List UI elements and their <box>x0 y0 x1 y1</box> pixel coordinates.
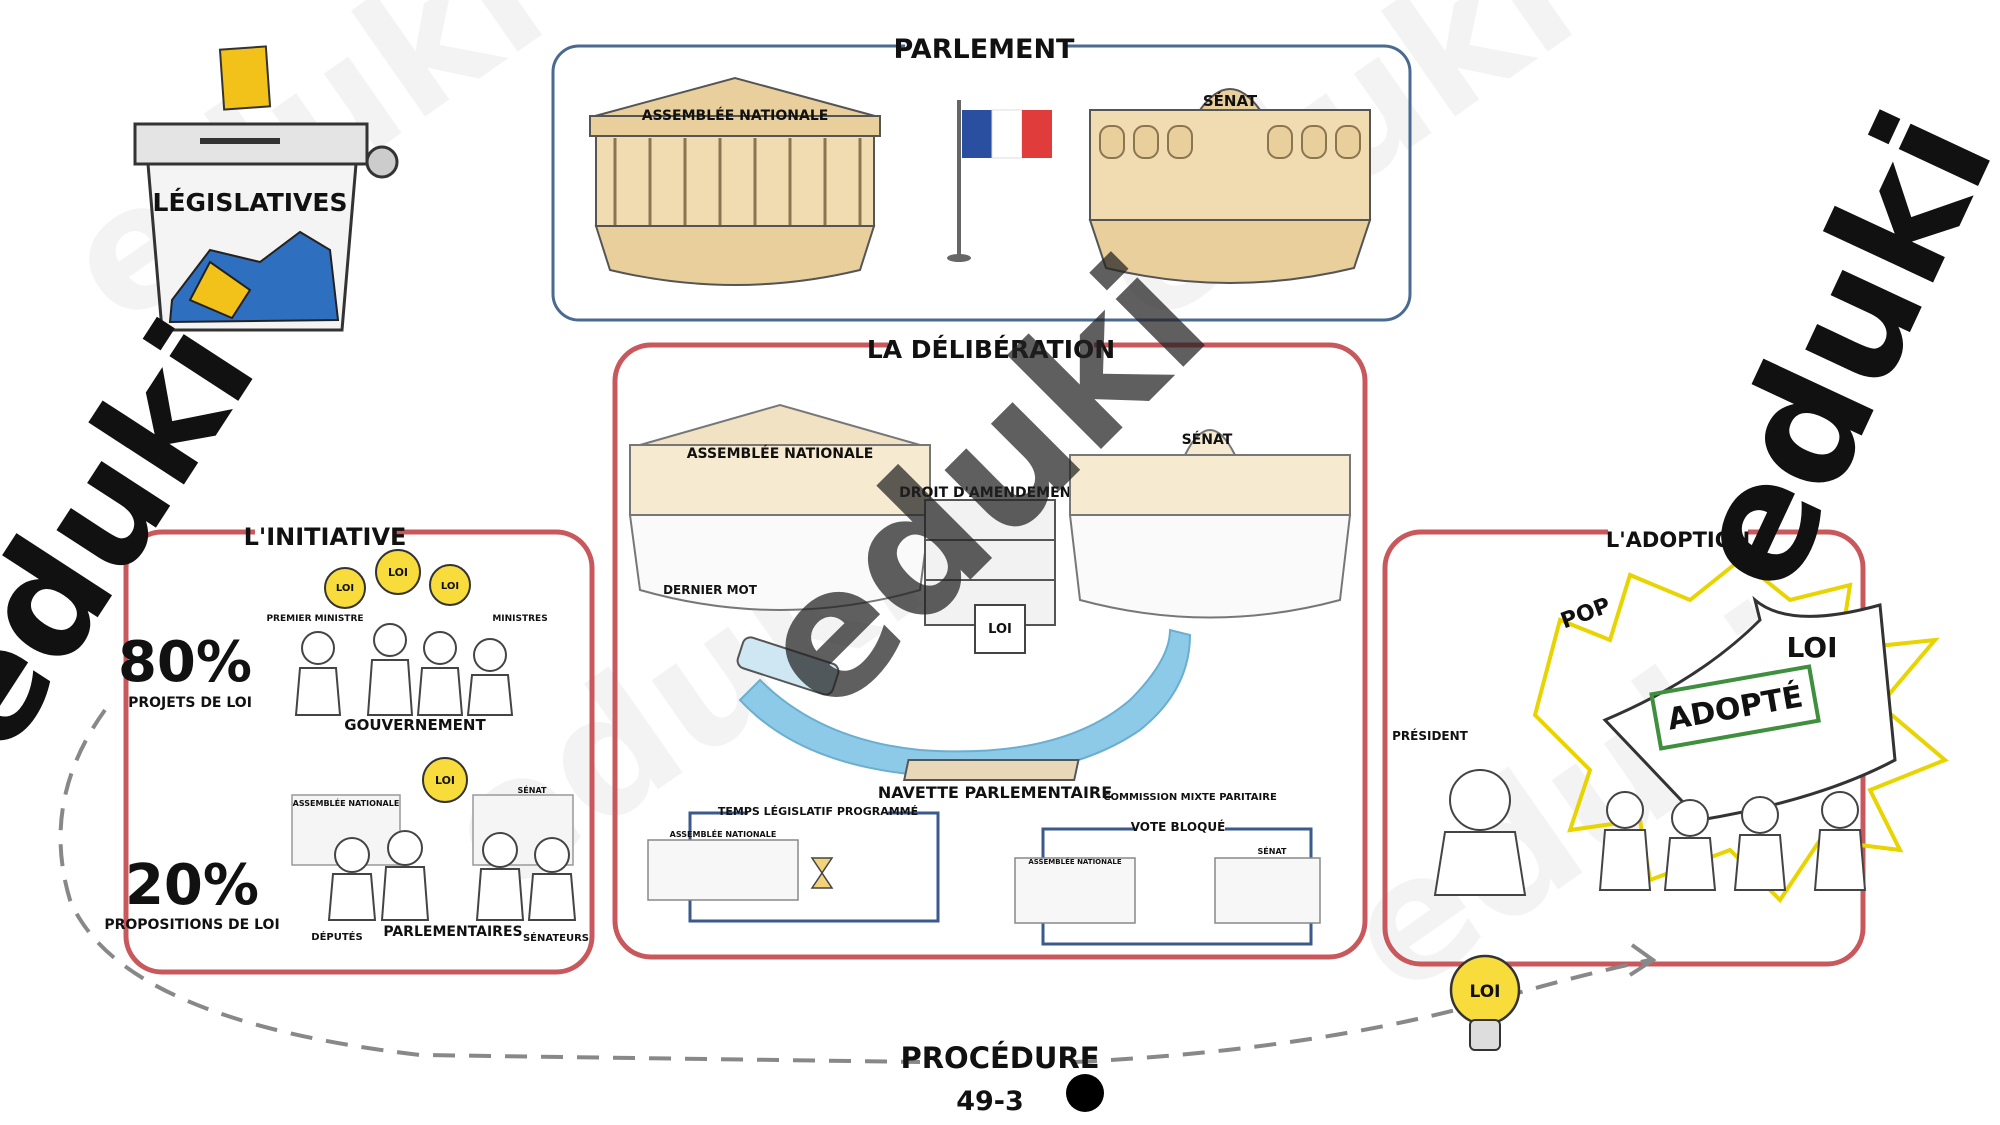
parliamentarians-label: PARLEMENTAIRES <box>383 924 522 940</box>
president-label: PRÉSIDENT <box>1392 728 1469 743</box>
proposals-percentage: 20% <box>125 853 259 918</box>
shuttle-label: NAVETTE PARLEMENTAIRE <box>878 783 1112 802</box>
deliberation-title: LA DÉLIBÉRATION <box>867 335 1115 364</box>
french-flag-icon <box>947 100 1052 262</box>
parliamentarian-figures <box>327 830 577 921</box>
cmp-label: COMMISSION MIXTE PARITAIRE <box>1103 792 1277 803</box>
senate-hemicycle <box>1088 219 1372 284</box>
cmp-table <box>902 759 1080 781</box>
government-figures <box>294 623 514 716</box>
deputies-label: DÉPUTÉS <box>311 930 362 943</box>
adopted-stamp <box>1649 664 1821 751</box>
ballot-slot <box>200 138 280 144</box>
procedure-number: 49-3 <box>956 1086 1024 1117</box>
procedure-label: PROCÉDURE <box>900 1041 1099 1075</box>
procedure-dot <box>1066 1074 1104 1112</box>
blocked-vote-assembly-label: ASSEMBLÉE NATIONALE <box>1028 857 1122 866</box>
procedure-bulb-icon: LOI <box>1449 954 1521 1051</box>
deliberation-panel: LA DÉLIBÉRATION ASSEMBLÉE NATIONALE DROI… <box>612 328 1368 960</box>
deliberation-assembly-building: ASSEMBLÉE NATIONALE <box>628 403 932 611</box>
adoption-panel: L'ADOPTION POP LOI ADOPTÉ PRÉSIDENT <box>1382 516 1949 967</box>
deliberation-doc-label: LOI <box>988 622 1012 637</box>
blocked-vote-box: VOTE BLOQUÉ ASSEMBLÉE NATIONALE SÉNAT <box>1014 819 1321 946</box>
bulb-icon <box>375 549 421 595</box>
shuttle-river <box>738 628 1192 778</box>
bulb-label: LOI <box>336 583 354 594</box>
programmed-time-box: TEMPS LÉGISLATIF PROGRAMMÉ ASSEMBLÉE NAT… <box>647 803 940 923</box>
deliberation-senate-building: SÉNAT <box>1068 429 1352 619</box>
parliament-assembly-label: ASSEMBLÉE NATIONALE <box>642 107 829 124</box>
parliament-panel: PARLEMENT ASSEMBLÉE NATIONALE <box>551 30 1412 322</box>
adoption-law-label: LOI <box>1786 631 1837 664</box>
bulb-label: LOI <box>435 774 455 787</box>
deliberation-senate-label: SÉNAT <box>1182 431 1233 448</box>
amendment-label: DROIT D'AMENDEMENT <box>899 485 1081 501</box>
law-document-icon <box>974 604 1026 654</box>
ballot-box-label: LÉGISLATIVES <box>153 188 348 217</box>
bulb-label: LOI <box>441 581 459 592</box>
initiative-assembly-label: ASSEMBLÉE NATIONALE <box>293 797 400 808</box>
shuttle-boat <box>736 636 840 696</box>
adoption-title: L'ADOPTION <box>1606 528 1750 552</box>
arrow-head-icon <box>1628 943 1657 977</box>
projects-percentage: 80% <box>118 630 252 695</box>
deliberation-assembly-label: ASSEMBLÉE NATIONALE <box>687 445 874 462</box>
senate-building: SÉNAT <box>1088 88 1372 284</box>
ministers-label: MINISTRES <box>492 614 547 624</box>
procedure-bulb-label: LOI <box>1469 982 1500 1002</box>
bulb-icon <box>324 567 366 609</box>
prime-minister-label: PREMIER MINISTRE <box>266 614 363 624</box>
blocked-vote-senate-label: SÉNAT <box>1258 845 1287 856</box>
adopted-law-paper <box>1602 595 1897 822</box>
assembly-hemicycle <box>594 225 876 286</box>
last-word-label: DERNIER MOT <box>663 583 758 597</box>
watermark-logo: eduki <box>1650 86 2000 617</box>
senators-label: SÉNATEURS <box>523 931 589 944</box>
ballot-paper-icon <box>218 45 272 111</box>
bulb-icon <box>429 564 471 606</box>
initiative-title: L'INITIATIVE <box>244 523 407 551</box>
president-figure <box>1433 769 1527 896</box>
padlock-icon <box>365 145 399 179</box>
ballot-box: LÉGISLATIVES <box>133 45 399 332</box>
bulb-icon <box>422 757 468 803</box>
proposals-label: PROPOSITIONS DE LOI <box>104 917 279 933</box>
programmed-time-assembly-label: ASSEMBLÉE NATIONALE <box>670 828 777 839</box>
initiative-bulbs: LOI LOI LOI LOI <box>324 549 471 803</box>
parliament-senate-label: SÉNAT <box>1203 91 1258 110</box>
parliament-title: PARLEMENT <box>894 34 1076 65</box>
programmed-time-title: TEMPS LÉGISLATIF PROGRAMMÉ <box>718 805 918 818</box>
procedure-49-3: PROCÉDURE 49-3 LOI <box>58 708 1657 1117</box>
projects-label: PROJETS DE LOI <box>128 695 252 711</box>
supporter-figures <box>1598 791 1867 891</box>
initiative-panel: L'INITIATIVE LOI LOI LOI LOI 80% PROJETS… <box>104 516 595 975</box>
assembly-building: ASSEMBLÉE NATIONALE <box>589 76 881 286</box>
procedure-dashed-path <box>58 708 921 1064</box>
hourglass-icon <box>810 857 834 889</box>
bulb-label: LOI <box>388 566 408 579</box>
initiative-senate-label: SÉNAT <box>518 784 547 795</box>
blocked-vote-title: VOTE BLOQUÉ <box>1131 819 1226 834</box>
government-label: GOUVERNEMENT <box>344 716 486 734</box>
